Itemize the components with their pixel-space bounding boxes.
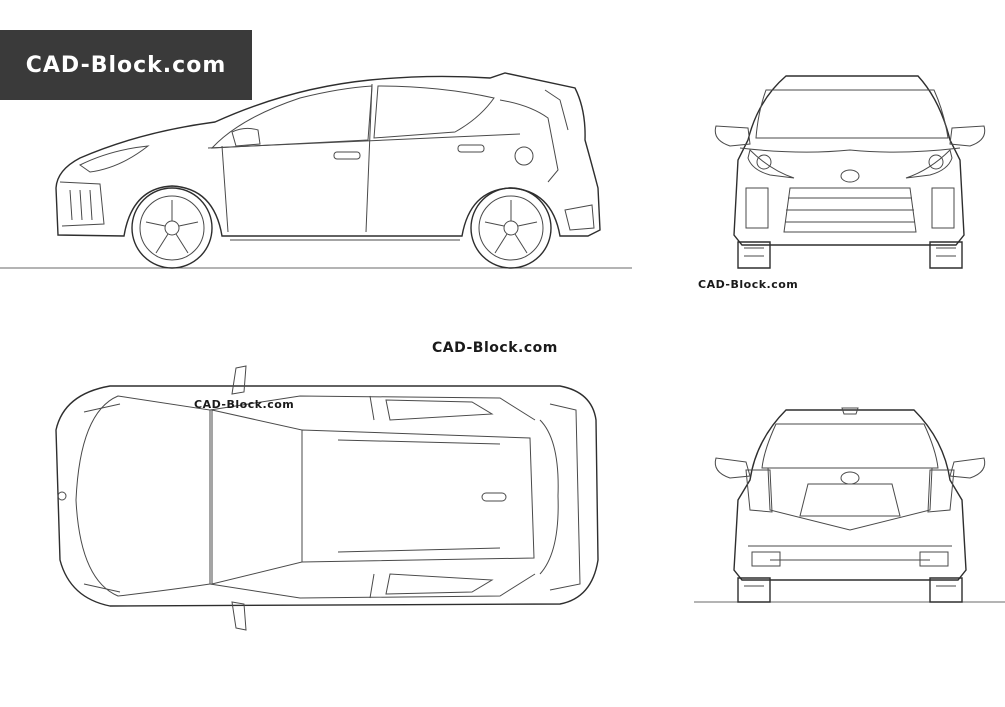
front-view-drawing [700,70,990,275]
watermark-top-view: CAD-Block.com [194,398,295,411]
watermark-middle: CAD-Block.com [432,340,558,356]
site-logo-text: CAD-Block.com [25,52,227,78]
site-logo-banner: CAD-Block.com [0,30,252,100]
top-view-drawing [50,360,610,640]
rear-view-drawing [700,400,1005,610]
side-view-drawing [0,70,640,275]
watermark-front: CAD-Block.com [698,278,799,291]
